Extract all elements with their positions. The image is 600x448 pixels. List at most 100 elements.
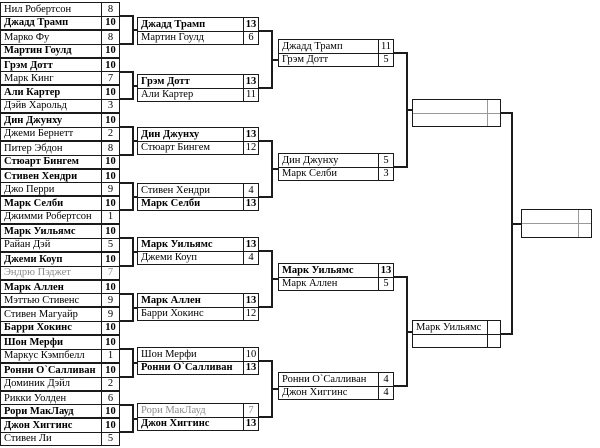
player-score bbox=[578, 210, 591, 223]
player-name: Марк Уильямс bbox=[141, 238, 213, 250]
bracket-connector bbox=[120, 209, 133, 211]
player-score: 3 bbox=[101, 99, 119, 112]
player-name: Шон Мерфи bbox=[141, 348, 197, 360]
player-score: 10 bbox=[243, 348, 258, 361]
player-name: Райан Дэй bbox=[4, 239, 51, 251]
player-row: Джон Хиггинс 10 bbox=[1, 419, 119, 432]
player-score: 9 bbox=[101, 308, 119, 321]
bracket-connector bbox=[259, 360, 272, 362]
player-score: 10 bbox=[101, 281, 119, 293]
player-score: 12 bbox=[243, 141, 258, 154]
bracket-connector bbox=[120, 71, 133, 73]
player-score: 13 bbox=[243, 361, 258, 374]
player-row: Дин Джунху 13 bbox=[138, 128, 258, 141]
bracket-connector bbox=[259, 306, 272, 308]
player-score: 8 bbox=[101, 142, 119, 155]
player-name: Рикки Уолден bbox=[4, 392, 67, 404]
player-name: Дин Джунху bbox=[141, 128, 200, 140]
player-score: 7 bbox=[243, 404, 258, 417]
player-score: 10 bbox=[101, 86, 119, 99]
player-score: 13 bbox=[243, 75, 258, 88]
player-name: Марк Аллен bbox=[282, 278, 338, 290]
player-score: 2 bbox=[101, 377, 119, 390]
bracket-connector bbox=[133, 29, 137, 31]
player-name: Марк Уильямс bbox=[416, 321, 482, 333]
player-name: Джеми Бернетт bbox=[4, 128, 74, 140]
player-name: Ронни О`Салливан bbox=[4, 364, 96, 376]
bracket-connector bbox=[407, 109, 412, 111]
player-score: 5 bbox=[101, 432, 119, 445]
player-row bbox=[522, 223, 591, 237]
player-score: 10 bbox=[101, 114, 119, 127]
player-score: 8 bbox=[101, 31, 119, 44]
player-name: Стюарт Бингем bbox=[141, 142, 211, 154]
player-name: Марко Фу bbox=[4, 31, 50, 43]
player-score: 10 bbox=[101, 419, 119, 432]
player-name: Джон Хиггинс bbox=[4, 419, 73, 431]
player-score: 10 bbox=[101, 16, 119, 29]
player-row bbox=[413, 100, 500, 113]
player-name: Рори МакЛауд bbox=[141, 404, 206, 416]
player-row: Марко Фу 8 bbox=[1, 31, 119, 44]
player-score: 7 bbox=[101, 266, 119, 279]
player-name: Марк Селби bbox=[282, 168, 337, 180]
player-score: 5 bbox=[378, 277, 393, 290]
player-score: 13 bbox=[243, 18, 258, 31]
player-name: Грэм Дотт bbox=[282, 54, 329, 66]
player-name: Доминик Дэйл bbox=[4, 378, 70, 390]
player-name: Марк Уильямс bbox=[4, 225, 76, 237]
bracket-connector bbox=[394, 52, 407, 54]
player-row bbox=[413, 333, 500, 347]
bracket-connector bbox=[120, 237, 133, 239]
player-name: Стивен Хендри bbox=[4, 170, 78, 182]
bracket-connector bbox=[394, 276, 407, 278]
bracket-connector bbox=[259, 87, 272, 89]
player-score: 13 bbox=[243, 128, 258, 141]
player-score: 10 bbox=[101, 364, 119, 377]
player-score: 1 bbox=[101, 210, 119, 223]
bracket-connector bbox=[120, 431, 133, 433]
player-name: Марк Уильямс bbox=[282, 264, 354, 276]
player-row: Шон Мерфи 10 bbox=[138, 348, 258, 361]
bracket-connector bbox=[259, 250, 272, 252]
player-name: Мартин Гоулд bbox=[141, 32, 204, 44]
bracket-connector bbox=[120, 265, 133, 267]
player-row: Доминик Дэйл 2 bbox=[1, 376, 119, 390]
player-score: 4 bbox=[243, 251, 258, 264]
bracket-connector bbox=[512, 223, 521, 225]
bracket-connector bbox=[133, 418, 137, 420]
player-row: Ронни О`Салливан 10 bbox=[1, 364, 119, 377]
